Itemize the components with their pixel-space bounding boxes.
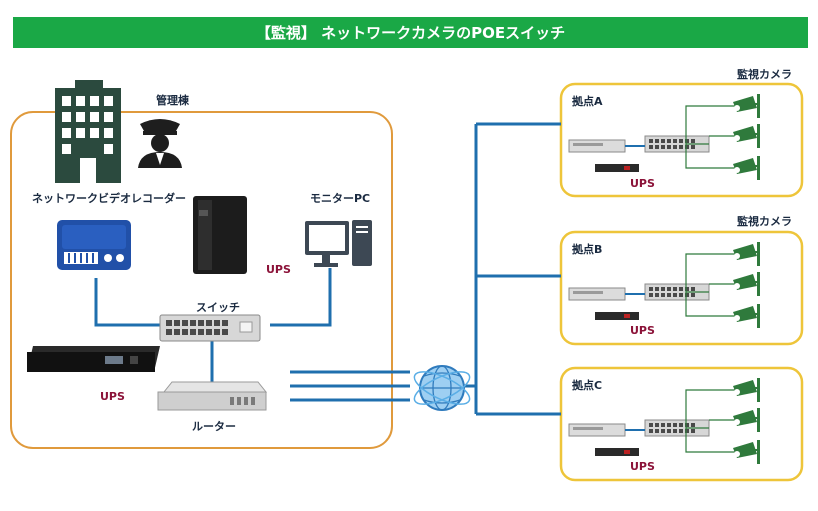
site-ups-icon (595, 312, 639, 320)
camera-icon (733, 156, 760, 180)
rack-ups-icon (27, 346, 160, 372)
camera-icon (733, 408, 760, 432)
site-a-camera-label: 監視カメラ (737, 68, 792, 81)
site-camera-links (685, 389, 735, 453)
site-a-ups-label: UPS (630, 177, 655, 190)
site-c-ups-label: UPS (630, 460, 655, 473)
site-camera-links (685, 105, 735, 169)
site-b-ups-label: UPS (630, 324, 655, 337)
site-a-frame (559, 82, 804, 198)
camera-icon (733, 378, 760, 402)
hq-frame (10, 111, 393, 449)
building-label: 管理棟 (156, 94, 189, 107)
site-c-devices (568, 378, 760, 464)
hq-links (94, 268, 410, 402)
site-b-frame (559, 230, 804, 346)
hq-ups-label-top: UPS (266, 263, 291, 276)
camera-icon (733, 94, 760, 118)
nvr-label: ネットワークビデオレコーダー (32, 192, 186, 205)
camera-icon (733, 242, 760, 266)
site-b-name: 拠点B (572, 243, 603, 256)
camera-icon (733, 124, 760, 148)
site-ups-icon (595, 448, 639, 456)
hq-ups-label-bottom: UPS (100, 390, 125, 403)
site-camera-links (685, 253, 735, 317)
camera-icon (733, 304, 760, 328)
internet-globe-icon (413, 365, 471, 411)
site-b-camera-label: 監視カメラ (737, 215, 792, 228)
site-a-name: 拠点A (572, 95, 603, 108)
monitor-pc-icon (305, 220, 372, 267)
switch-label: スイッチ (196, 301, 240, 314)
camera-icon (733, 440, 760, 464)
site-c-frame (559, 366, 804, 482)
router-icon (157, 381, 268, 411)
building-icon (55, 80, 121, 183)
site-ups-icon (595, 164, 639, 172)
router-label: ルーター (192, 420, 236, 433)
hq-switch-icon (159, 314, 261, 342)
diagram-title: 【監視】 ネットワークカメラのPOEスイッチ (13, 17, 808, 48)
site-c-name: 拠点C (572, 379, 603, 392)
nvr-device-icon (57, 220, 131, 270)
site-a-devices (568, 94, 760, 180)
site-b-devices (568, 242, 760, 328)
camera-icon (733, 272, 760, 296)
security-guard-icon (138, 119, 182, 168)
monitor-label: モニターPC (310, 192, 371, 205)
tower-ups-icon (193, 196, 247, 274)
